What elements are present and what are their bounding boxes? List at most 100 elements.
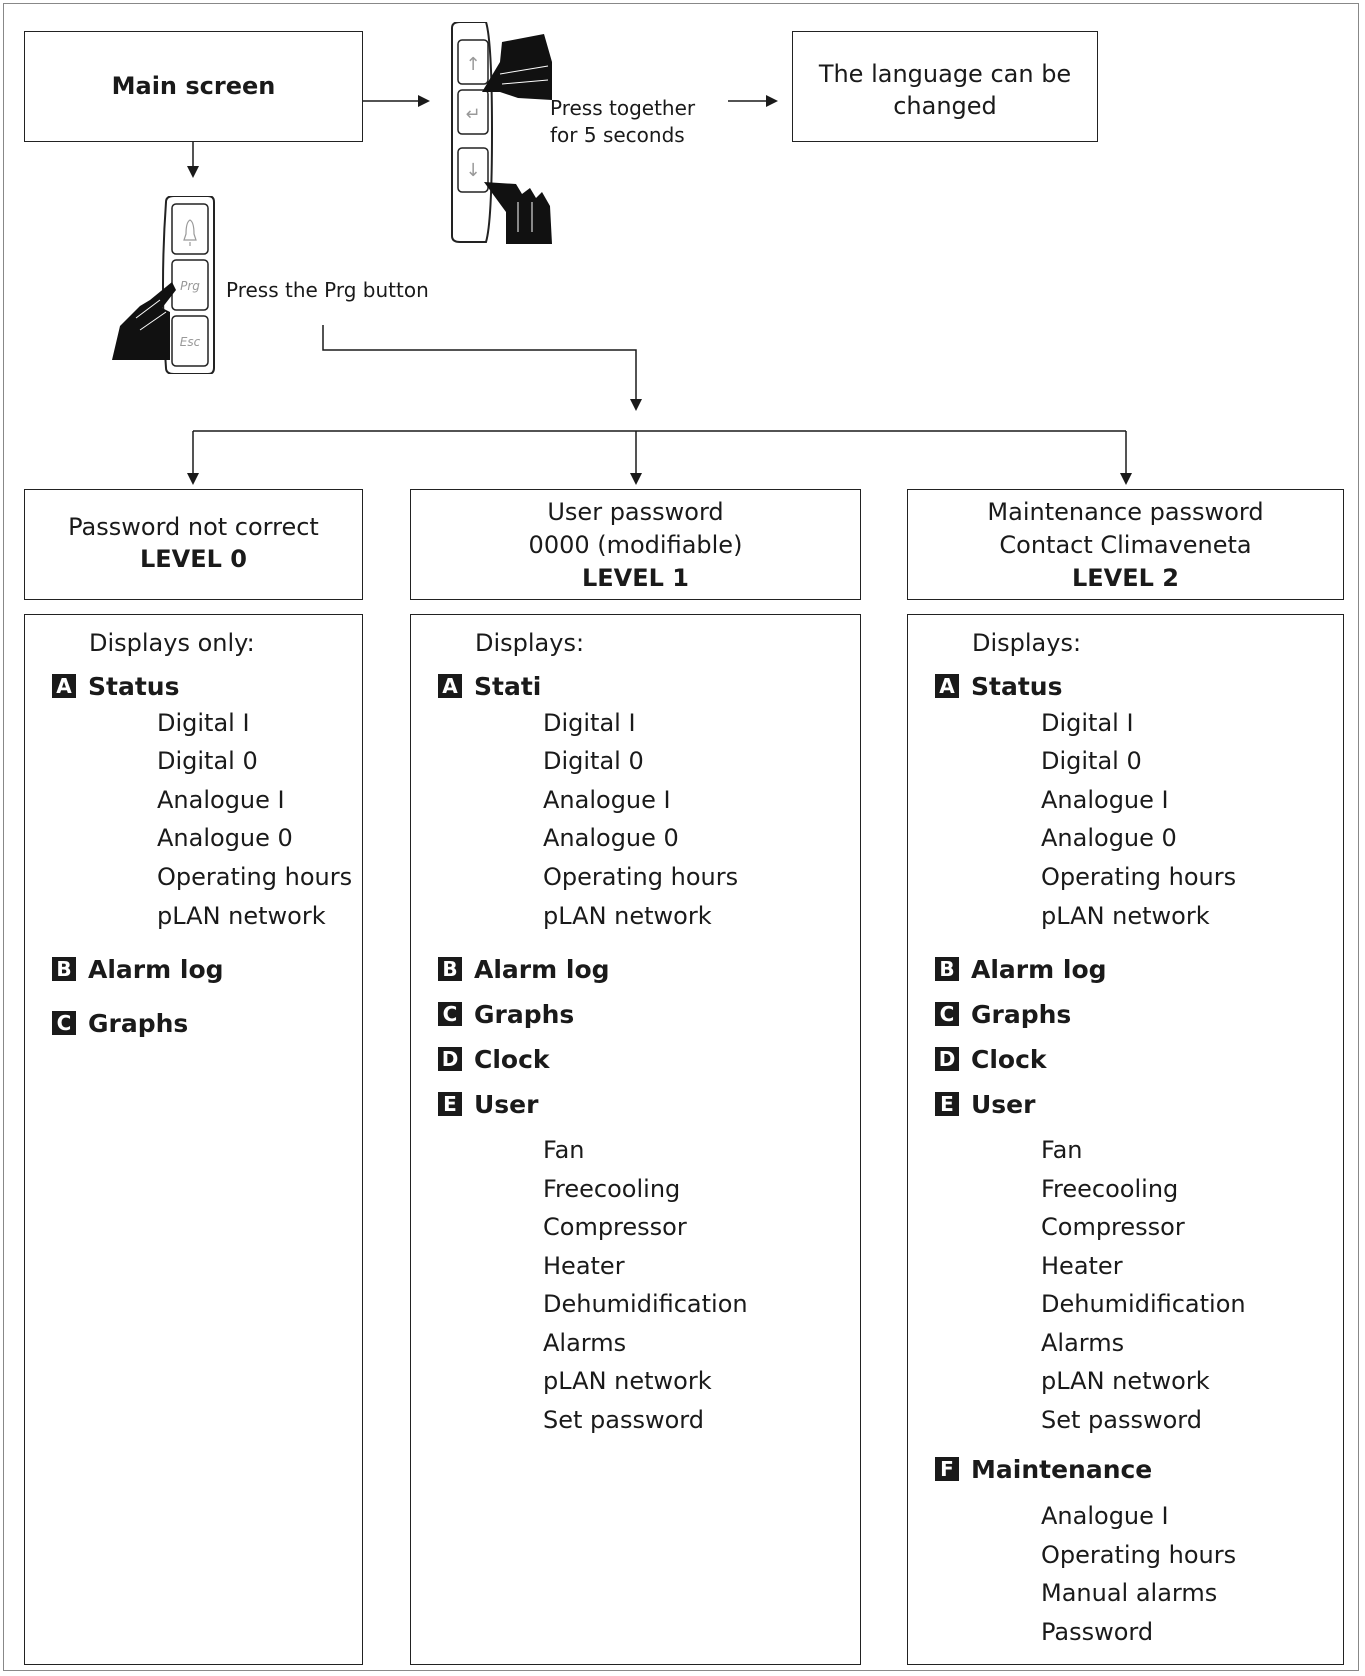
level1-content-box <box>410 614 861 1665</box>
level1-section-b: B Alarm log <box>438 955 610 984</box>
language-box: The language can be changed <box>792 31 1098 142</box>
esc-key-label: Esc <box>180 335 201 349</box>
arrow-prg-to-split <box>322 325 642 411</box>
badge-a: A <box>935 674 959 698</box>
level2-alarm-log: Alarm log <box>971 955 1107 984</box>
level1-alarm-log: Alarm log <box>474 955 610 984</box>
level1-header-line-1: User password <box>547 498 724 526</box>
level1-header-box: User password 0000 (modifiable) LEVEL 1 <box>410 489 861 600</box>
level2-user-item: Dehumidification <box>1041 1290 1246 1318</box>
level2-user-item: Heater <box>1041 1252 1123 1280</box>
level2-content-box <box>907 614 1344 1665</box>
level2-section-f: F Maintenance <box>935 1455 1152 1484</box>
level1-user-item: Heater <box>543 1252 625 1280</box>
badge-b: B <box>935 957 959 981</box>
level2-status-item: Analogue 0 <box>1041 824 1177 852</box>
level0-header-box: Password not correct LEVEL 0 <box>24 489 363 600</box>
level1-user: User <box>474 1090 539 1119</box>
level1-status-item: Digital 0 <box>543 747 644 775</box>
level1-header-line-2: 0000 (modifiable) <box>528 531 743 559</box>
level2-displays-label: Displays: <box>972 629 1082 657</box>
badge-b: B <box>438 957 462 981</box>
page-frame <box>3 3 1359 1671</box>
level2-section-e: E User <box>935 1090 1035 1119</box>
svg-text:↓: ↓ <box>465 160 480 181</box>
badge-e: E <box>438 1092 462 1116</box>
level1-displays-label: Displays: <box>475 629 585 657</box>
press-prg-label: Press the Prg button <box>226 278 429 302</box>
level1-section-d: D Clock <box>438 1045 550 1074</box>
level2-maintenance-item: Operating hours <box>1041 1541 1237 1569</box>
badge-d: D <box>438 1047 462 1071</box>
level1-graphs: Graphs <box>474 1000 575 1029</box>
level0-content-box <box>24 614 363 1665</box>
level0-status-title: Status <box>88 672 180 701</box>
level2-maintenance-title: Maintenance <box>971 1455 1153 1484</box>
level2-section-d: D Clock <box>935 1045 1047 1074</box>
level1-user-item: Dehumidification <box>543 1290 748 1318</box>
svg-text:↑: ↑ <box>465 54 480 75</box>
level2-user: User <box>971 1090 1036 1119</box>
arrow-keypad-illustration: ↑ ↵ ↓ <box>448 21 552 244</box>
language-line-2: changed <box>893 92 997 120</box>
level0-status-item: Analogue I <box>157 786 285 814</box>
level0-status-item: Digital 0 <box>157 747 258 775</box>
badge-e: E <box>935 1092 959 1116</box>
press-together-line-2: for 5 seconds <box>550 123 685 147</box>
level2-status-title: Status <box>971 672 1063 701</box>
level2-status-item: Analogue I <box>1041 786 1169 814</box>
badge-a: A <box>52 674 76 698</box>
level1-status-item: Analogue 0 <box>543 824 679 852</box>
level2-header-line-2: Contact Climaveneta <box>999 531 1252 559</box>
badge-c: C <box>438 1002 462 1026</box>
language-line-1: The language can be <box>818 60 1072 88</box>
level0-alarm-log: Alarm log <box>88 955 224 984</box>
level0-status-item: Digital I <box>157 709 250 737</box>
level1-user-item: Compressor <box>543 1213 687 1241</box>
svg-text:↵: ↵ <box>465 104 480 125</box>
level2-maintenance-item: Manual alarms <box>1041 1579 1218 1607</box>
level1-status-item: Analogue I <box>543 786 671 814</box>
level2-section-a: A Status <box>935 672 1062 701</box>
prg-keypad-hand-icon: Prg Esc <box>112 195 215 375</box>
level2-level-label: LEVEL 2 <box>1071 564 1179 592</box>
level0-status-item: pLAN network <box>157 902 326 930</box>
level2-status-item: Operating hours <box>1041 863 1237 891</box>
level1-clock: Clock <box>474 1045 550 1074</box>
level0-section-a: A Status <box>52 672 179 701</box>
badge-a: A <box>438 674 462 698</box>
level2-user-item: Freecooling <box>1041 1175 1179 1203</box>
prg-key-label: Prg <box>180 279 200 293</box>
level2-header-box: Maintenance password Contact Climaveneta… <box>907 489 1344 600</box>
level1-user-item: Fan <box>543 1136 585 1164</box>
level2-maintenance-item: Password <box>1041 1618 1154 1646</box>
level0-status-item: Operating hours <box>157 863 353 891</box>
level1-status-item: Operating hours <box>543 863 739 891</box>
level2-user-item: Compressor <box>1041 1213 1185 1241</box>
level2-clock: Clock <box>971 1045 1047 1074</box>
press-together-line-1: Press together <box>550 96 696 120</box>
main-screen-box: Main screen <box>24 31 363 142</box>
level2-user-item: Set password <box>1041 1406 1202 1434</box>
main-screen-label: Main screen <box>111 72 276 100</box>
level0-status-item: Analogue 0 <box>157 824 293 852</box>
level0-displays-label: Displays only: <box>89 629 255 657</box>
level0-graphs: Graphs <box>88 1009 189 1038</box>
level2-user-item: pLAN network <box>1041 1367 1210 1395</box>
level1-status-item: pLAN network <box>543 902 712 930</box>
level1-section-e: E User <box>438 1090 538 1119</box>
badge-c: C <box>52 1011 76 1035</box>
level1-user-item: Freecooling <box>543 1175 681 1203</box>
badge-d: D <box>935 1047 959 1071</box>
level0-section-c: C Graphs <box>52 1009 188 1038</box>
level1-level-label: LEVEL 1 <box>581 564 689 592</box>
level2-section-b: B Alarm log <box>935 955 1107 984</box>
level1-status-title: Stati <box>474 672 542 701</box>
level2-header-line-1: Maintenance password <box>987 498 1264 526</box>
badge-f: F <box>935 1457 959 1481</box>
prg-keypad-illustration: Prg Esc <box>110 195 216 375</box>
level2-user-item: Fan <box>1041 1136 1083 1164</box>
keypad-hands-icon: ↑ ↵ ↓ <box>451 21 552 244</box>
